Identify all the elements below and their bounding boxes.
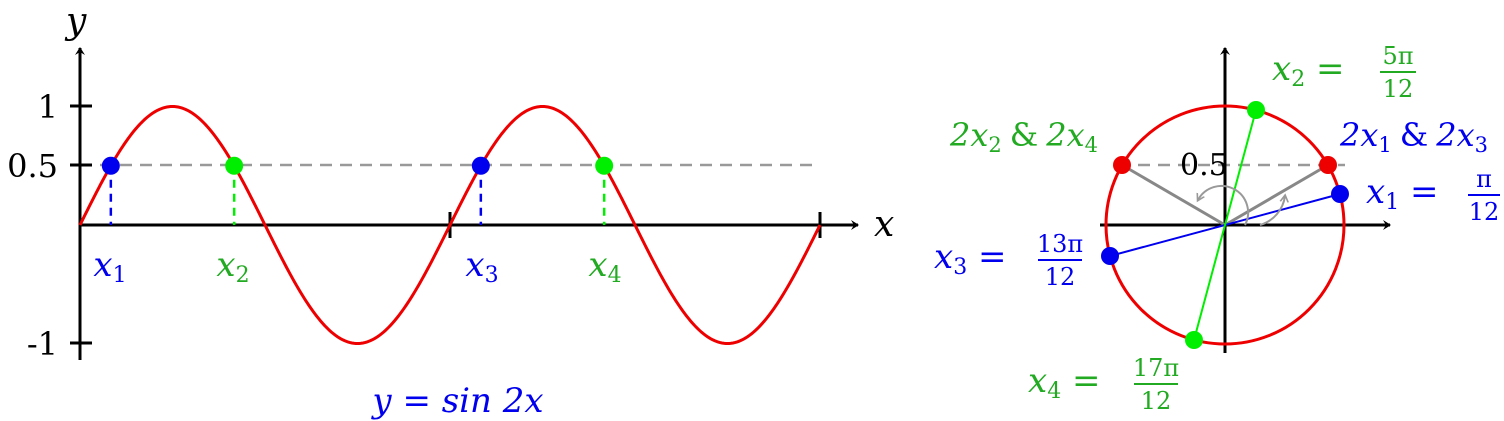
radius-2x1-2x3 xyxy=(1224,163,1329,227)
x3-point xyxy=(471,156,490,175)
x2-label: x2 xyxy=(216,245,249,288)
y-tick-label-half: 0.5 xyxy=(7,147,58,185)
angle-arc-large xyxy=(1198,184,1250,226)
radius-x2-x4 xyxy=(1193,109,1257,341)
svg-text:12: 12 xyxy=(1469,198,1500,226)
x1-label: x1 xyxy=(93,245,126,288)
svg-text:12: 12 xyxy=(1383,75,1414,103)
svg-text:x3 =: x3 = xyxy=(934,237,1006,280)
svg-text:x2 =: x2 = xyxy=(1272,49,1344,92)
radius-2x2-2x4 xyxy=(1121,163,1226,227)
x4-label: x4 xyxy=(588,245,621,288)
point-2x2-2x4 xyxy=(1113,156,1131,174)
svg-text:17π: 17π xyxy=(1133,354,1179,382)
x-axis-label: x xyxy=(874,204,894,245)
point-x4 xyxy=(1185,331,1203,349)
x1-point xyxy=(101,156,120,175)
circle-half-label: 0.5 xyxy=(1180,148,1228,183)
pair-label-left: 2x2&2x4 xyxy=(949,116,1098,157)
svg-text:π: π xyxy=(1476,165,1492,193)
y-tick-label-minus1: -1 xyxy=(27,325,58,363)
sine-graph: y x 1 0.5 -1 x1 x2 x3 x4 y = sin 2x xyxy=(7,1,894,421)
point-2x1-2x3 xyxy=(1319,156,1337,174)
svg-text:12: 12 xyxy=(1141,387,1172,415)
svg-text:12: 12 xyxy=(1045,263,1076,291)
pair-label-right: 2x1&2x3 xyxy=(1339,116,1488,157)
x4-value-label: x4 = 17π 12 xyxy=(1028,354,1179,415)
x3-value-label: x3 = 13π 12 xyxy=(934,230,1083,291)
svg-text:x4 =: x4 = xyxy=(1028,361,1100,404)
x2-point xyxy=(225,156,244,175)
unit-circle-diagram: 0.5 x2 = 5π 12 2x1&2x3 2x2&2x4 x1 = π 12… xyxy=(934,42,1500,415)
point-x2 xyxy=(1247,101,1265,119)
unit-circle xyxy=(1104,104,1346,346)
marked-points xyxy=(101,156,614,225)
x4-point xyxy=(595,156,614,175)
svg-text:13π: 13π xyxy=(1037,230,1083,258)
x3-label: x3 xyxy=(465,245,498,288)
sine-curve xyxy=(78,104,822,346)
svg-text:x1 =: x1 = xyxy=(1366,172,1438,215)
y-axis-label: y xyxy=(64,1,87,42)
svg-text:5π: 5π xyxy=(1382,42,1413,70)
x1-value-label: x1 = π 12 xyxy=(1366,165,1500,226)
x2-value-label: x2 = 5π 12 xyxy=(1272,42,1416,103)
angle-arc-small xyxy=(1259,196,1285,226)
y-tick-label-1: 1 xyxy=(38,88,58,126)
point-x3 xyxy=(1101,247,1119,265)
point-x1 xyxy=(1331,185,1349,203)
function-label: y = sin 2x xyxy=(370,381,543,421)
